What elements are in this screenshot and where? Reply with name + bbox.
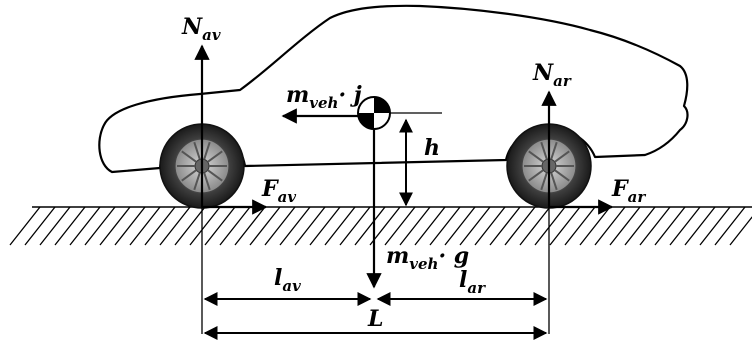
normal-force-rear-label: Nar	[532, 60, 572, 90]
car-body-outline	[98, 4, 689, 174]
traction-force-front-label: Fav	[261, 176, 296, 206]
center-of-gravity-symbol	[357, 96, 391, 130]
ground	[9, 206, 752, 246]
wheelbase-label: L	[367, 306, 383, 332]
traction-force-rear-label: Far	[611, 176, 646, 206]
weight-force-label: mveh· g	[386, 243, 469, 273]
front-distance-label: lav	[274, 265, 301, 295]
rear-distance-label: lar	[459, 267, 486, 297]
inertia-force-label: mveh· j	[286, 82, 362, 112]
cg-height-label: h	[424, 135, 440, 161]
normal-force-front-label: Nav	[181, 14, 221, 44]
front-wheel	[159, 123, 245, 209]
